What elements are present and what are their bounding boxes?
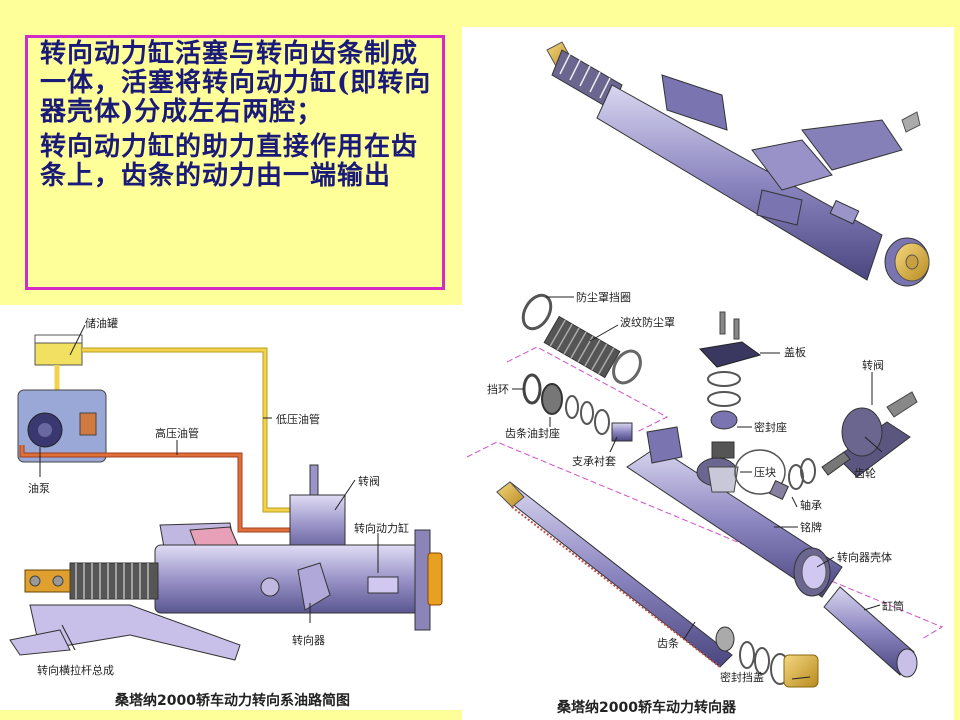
- description-textbox: 转向动力缸活塞与转向齿条制成一体，活塞将转向动力缸(即转向器壳体)分成左右两腔；…: [25, 35, 445, 290]
- label-seal-cap: 密封挡盖: [720, 671, 764, 684]
- label-low-pressure-pipe: 低压油管: [276, 413, 320, 426]
- label-steering-gear: 转向器: [292, 634, 325, 647]
- assembled-steering-gear: [546, 41, 930, 287]
- paragraph-2: 转向动力缸的助力直接作用在齿条上，齿条的动力由一端输出: [40, 132, 419, 191]
- oil-circuit-panel: 储油罐 低压油管 高压油管 油泵 转阀 转向动力缸 转向器 转向横拉杆总成 桑塔…: [0, 305, 462, 710]
- label-bearing: 轴承: [800, 499, 822, 512]
- label-pressure-block: 压块: [754, 466, 776, 479]
- label-bellows-dust-boot: 波纹防尘罩: [620, 316, 675, 329]
- exploded-parts: [466, 293, 944, 688]
- label-reservoir: 储油罐: [85, 317, 118, 330]
- oil-circuit-illustration: [9, 324, 443, 661]
- exploded-view-panel: 防尘罩挡圈 波纹防尘罩 盖板 转阀 挡环 密封座 齿条油封座 压块 齿轮 支承衬…: [462, 27, 954, 720]
- label-rack-oil-seal-seat: 齿条油封座: [505, 427, 560, 440]
- label-rack: 齿条: [657, 637, 679, 650]
- label-cylinder-tube: 缸筒: [882, 600, 904, 613]
- label-high-pressure-pipe: 高压油管: [155, 427, 199, 440]
- label-cover-plate: 盖板: [784, 346, 806, 359]
- steering-gear-illustration: [466, 41, 944, 688]
- label-pump: 油泵: [28, 482, 50, 495]
- label-housing: 转向器壳体: [837, 551, 892, 564]
- label-support-bushing: 支承衬套: [572, 455, 616, 468]
- oil-circuit-caption: 桑塔纳2000轿车动力转向系油路简图: [115, 693, 350, 709]
- label-gear: 齿轮: [854, 467, 876, 480]
- label-rotary-valve: 转阀: [358, 475, 380, 488]
- label-nameplate: 铭牌: [800, 521, 822, 534]
- label-dust-boot-retainer: 防尘罩挡圈: [576, 291, 631, 304]
- label-seal-seat: 密封座: [754, 421, 787, 434]
- exploded-view-caption: 桑塔纳2000轿车动力转向器: [557, 700, 736, 716]
- label-retaining-ring: 挡环: [487, 383, 509, 396]
- label-power-cylinder: 转向动力缸: [354, 522, 409, 535]
- label-tie-rod-assembly: 转向横拉杆总成: [37, 664, 114, 677]
- paragraph-1: 转向动力缸活塞与转向齿条制成一体，活塞将转向动力缸(即转向器壳体)分成左右两腔；: [40, 39, 432, 127]
- label-rotary-valve: 转阀: [862, 359, 884, 372]
